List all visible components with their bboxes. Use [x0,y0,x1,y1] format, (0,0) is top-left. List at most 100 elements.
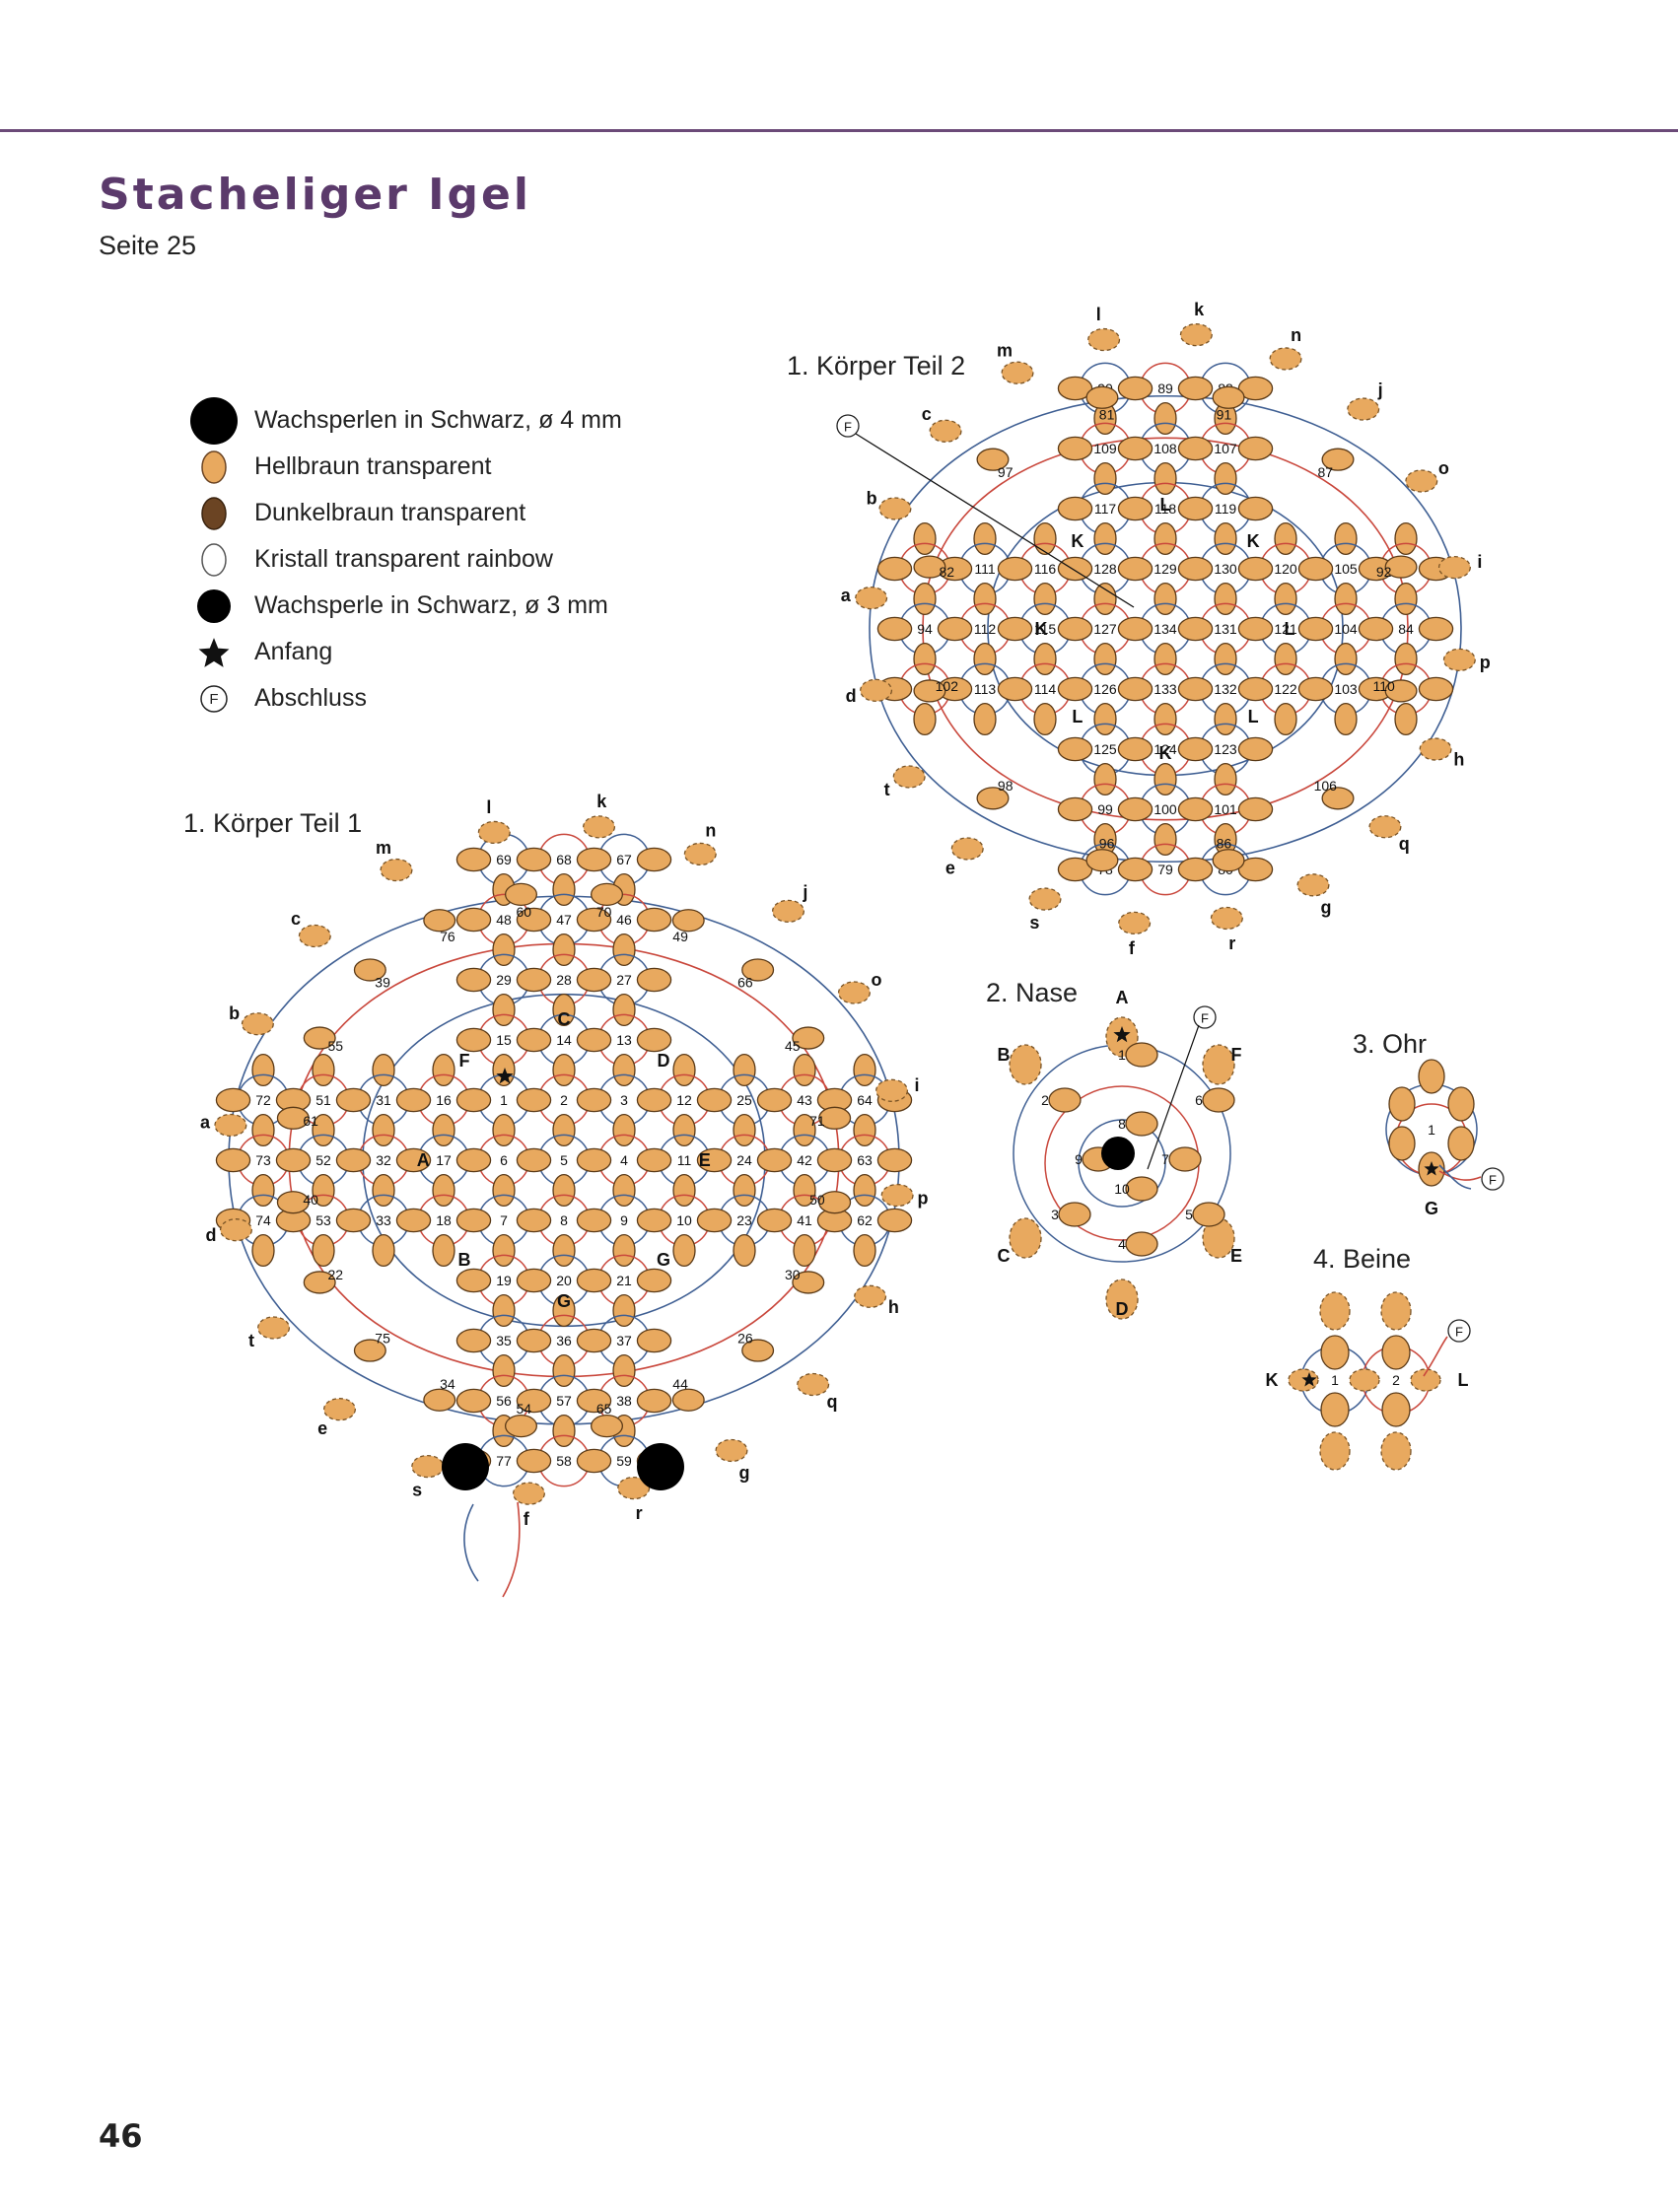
outer-label: s [412,1480,422,1499]
outer-label: d [205,1225,216,1245]
bead [552,1053,576,1087]
outer-label: G [1425,1199,1438,1218]
bead [1033,521,1057,556]
star-icon [1113,1026,1131,1043]
bead-number: 8 [1118,1116,1126,1132]
bead [636,1208,672,1233]
finish-icon [836,414,860,438]
bead [215,1147,251,1173]
bead-number: 48 [496,912,512,928]
bead [612,1233,636,1268]
outer-label: D [1116,1299,1129,1319]
bead [1394,582,1418,616]
page-subtitle: Seite 25 [99,231,197,260]
bead [1058,1202,1091,1227]
bead [492,1113,516,1147]
bead [1237,857,1274,882]
side-number: 70 [596,904,612,920]
bead [1154,461,1177,496]
outer-label: l [1096,305,1101,324]
bead [876,1208,913,1233]
finish-letter: F [1455,1325,1463,1340]
bead [793,1233,816,1268]
side-number: 65 [596,1401,612,1417]
bead-number: 128 [1093,561,1117,577]
side-number: 54 [517,1401,532,1417]
bead [683,842,717,866]
bead [1380,1291,1412,1331]
outer-label: n [1291,325,1301,345]
legend-item: F Abschluss [187,675,622,722]
bead [671,1388,705,1412]
bead [1319,1291,1351,1331]
bead [257,1316,291,1340]
bead [913,642,937,676]
bead [395,1087,432,1113]
bead-number: 18 [436,1212,452,1228]
bead [1297,676,1334,702]
outer-label: B [998,1045,1011,1065]
bead [1237,736,1274,762]
bead [455,1027,492,1053]
side-number: 49 [672,929,688,944]
bead [876,1147,913,1173]
bead [636,1087,672,1113]
bead [516,967,552,993]
bead-number: 64 [857,1092,873,1108]
bead-number: 89 [1157,380,1173,396]
bead-number: 14 [556,1032,572,1048]
side-number: 92 [1376,564,1392,580]
bead [1237,496,1274,521]
bead [636,1268,672,1293]
side-number: 96 [1099,835,1115,851]
bead [576,1147,612,1173]
bead [552,872,576,907]
bead [492,1293,516,1328]
bead-black-small-icon [197,588,231,623]
bead [929,419,962,443]
bead [1321,448,1355,471]
legend-item: Dunkelbraun transparent [187,490,622,536]
bead [1297,616,1334,642]
bead [1418,616,1454,642]
bead [636,967,672,993]
bead-number: 35 [496,1333,512,1348]
bead [552,993,576,1027]
bead [395,1208,432,1233]
bead [1214,762,1237,796]
end-thread-blue [463,1503,479,1582]
bead [1320,1392,1350,1427]
bead [1442,648,1476,671]
outer-label: k [596,792,607,811]
bead [793,1053,816,1087]
bead-number: 129 [1154,561,1177,577]
bead [1154,401,1177,436]
bead [976,787,1010,810]
outer-label: n [705,821,716,841]
bead-number: 59 [616,1453,632,1469]
bead [1394,702,1418,736]
inner-letter: L [1248,707,1259,726]
bead [1048,1087,1082,1113]
bead [876,556,913,582]
bead-black [1101,1137,1135,1170]
bead-number: 8 [560,1212,568,1228]
bead [818,1106,852,1130]
bead [793,1113,816,1147]
outer-label: t [884,780,890,799]
bead [997,616,1033,642]
bead [636,1027,672,1053]
bead-number: 16 [436,1092,452,1108]
bead [492,993,516,1027]
bead [636,1328,672,1353]
bead [1154,582,1177,616]
finish-letter: F [844,420,852,435]
bead [552,933,576,967]
inner-letter: K [1159,743,1172,763]
bead-number: 108 [1154,441,1177,456]
bead-number: 112 [974,621,997,637]
bead [1057,676,1093,702]
outer-label: g [739,1463,750,1483]
bead [380,858,413,882]
bead [1154,702,1177,736]
